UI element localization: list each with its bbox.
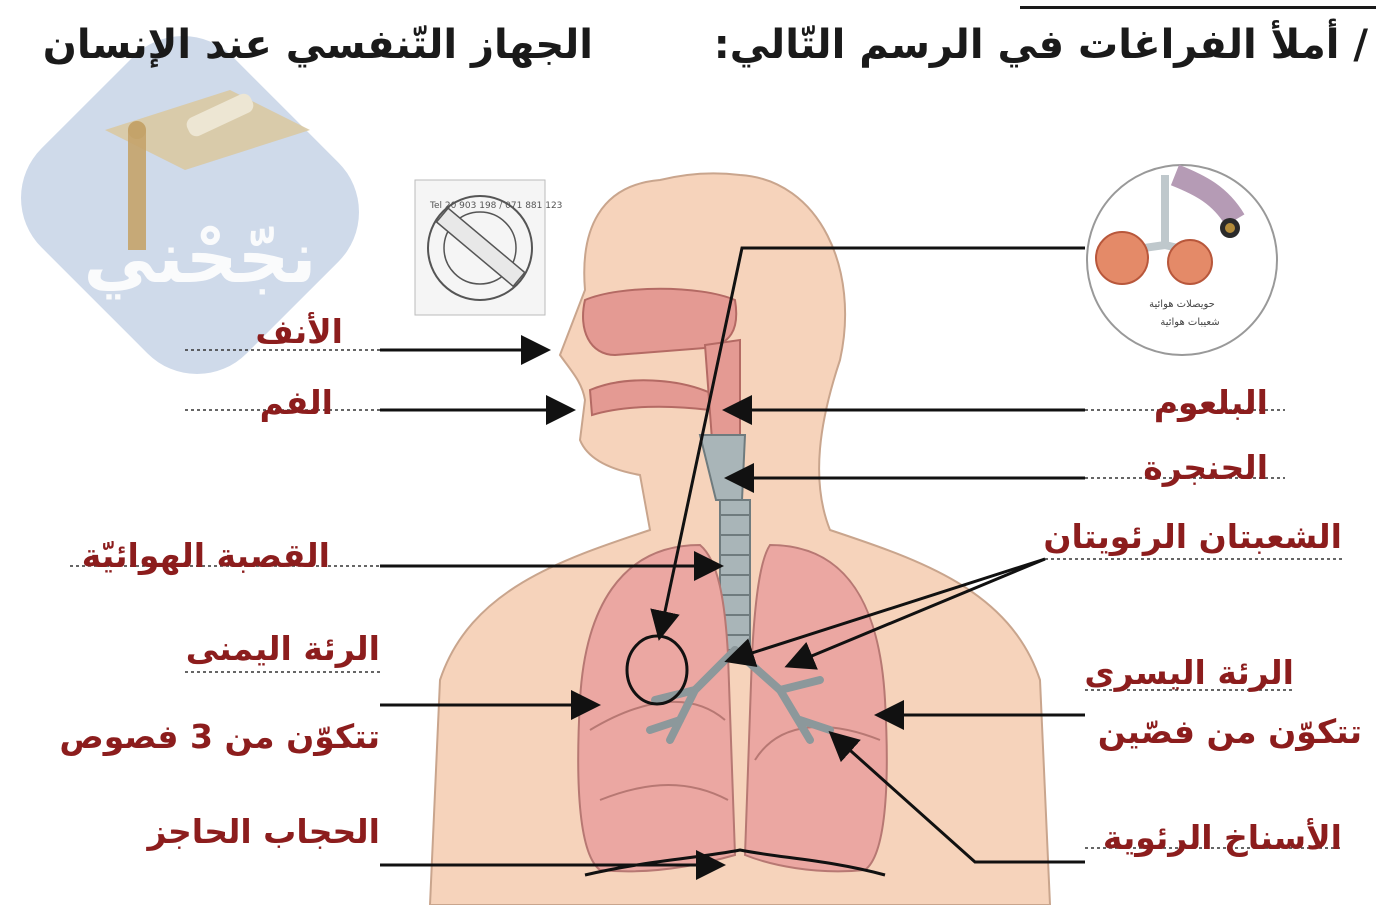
label-nose: الأنف: [255, 312, 343, 351]
label-right-lung-lobes: تتكوّن من 3 فصوص: [59, 717, 380, 756]
stamp-image: Tel 20 903 198 / 071 881 123: [415, 180, 562, 315]
label-bronchioles: الأسناخ الرئوية: [1103, 818, 1342, 857]
label-left-lung-lobes: تتكوّن من فصّين: [1098, 712, 1362, 751]
inset-label-air-sacs: شعيبات هوائية: [1160, 317, 1219, 328]
alveolus-cluster-right: [1168, 240, 1212, 284]
label-diaphragm: الحجاب الحاجز: [148, 812, 381, 851]
label-mouth: الفم: [260, 383, 333, 422]
label-bronchi: الشعبتان الرئويتان: [1043, 517, 1342, 556]
stamp-text: Tel 20 903 198 / 071 881 123: [429, 201, 562, 211]
pharynx-tube: [705, 340, 740, 440]
inset-label-alveoli: حويصلات هوائية: [1149, 299, 1215, 310]
alveolus-cluster-left: [1096, 232, 1148, 284]
alveoli-inset: حويصلات هوائية شعيبات هوائية: [1087, 165, 1277, 355]
label-left-lung: الرئة اليسرى: [1084, 653, 1294, 692]
label-right-lung: الرئة اليمنى: [186, 629, 380, 668]
label-trachea: القصبة الهوائيّة: [82, 536, 330, 575]
label-larynx: الحنجرة: [1143, 448, 1268, 487]
label-pharynx: البلعوم: [1154, 383, 1268, 422]
